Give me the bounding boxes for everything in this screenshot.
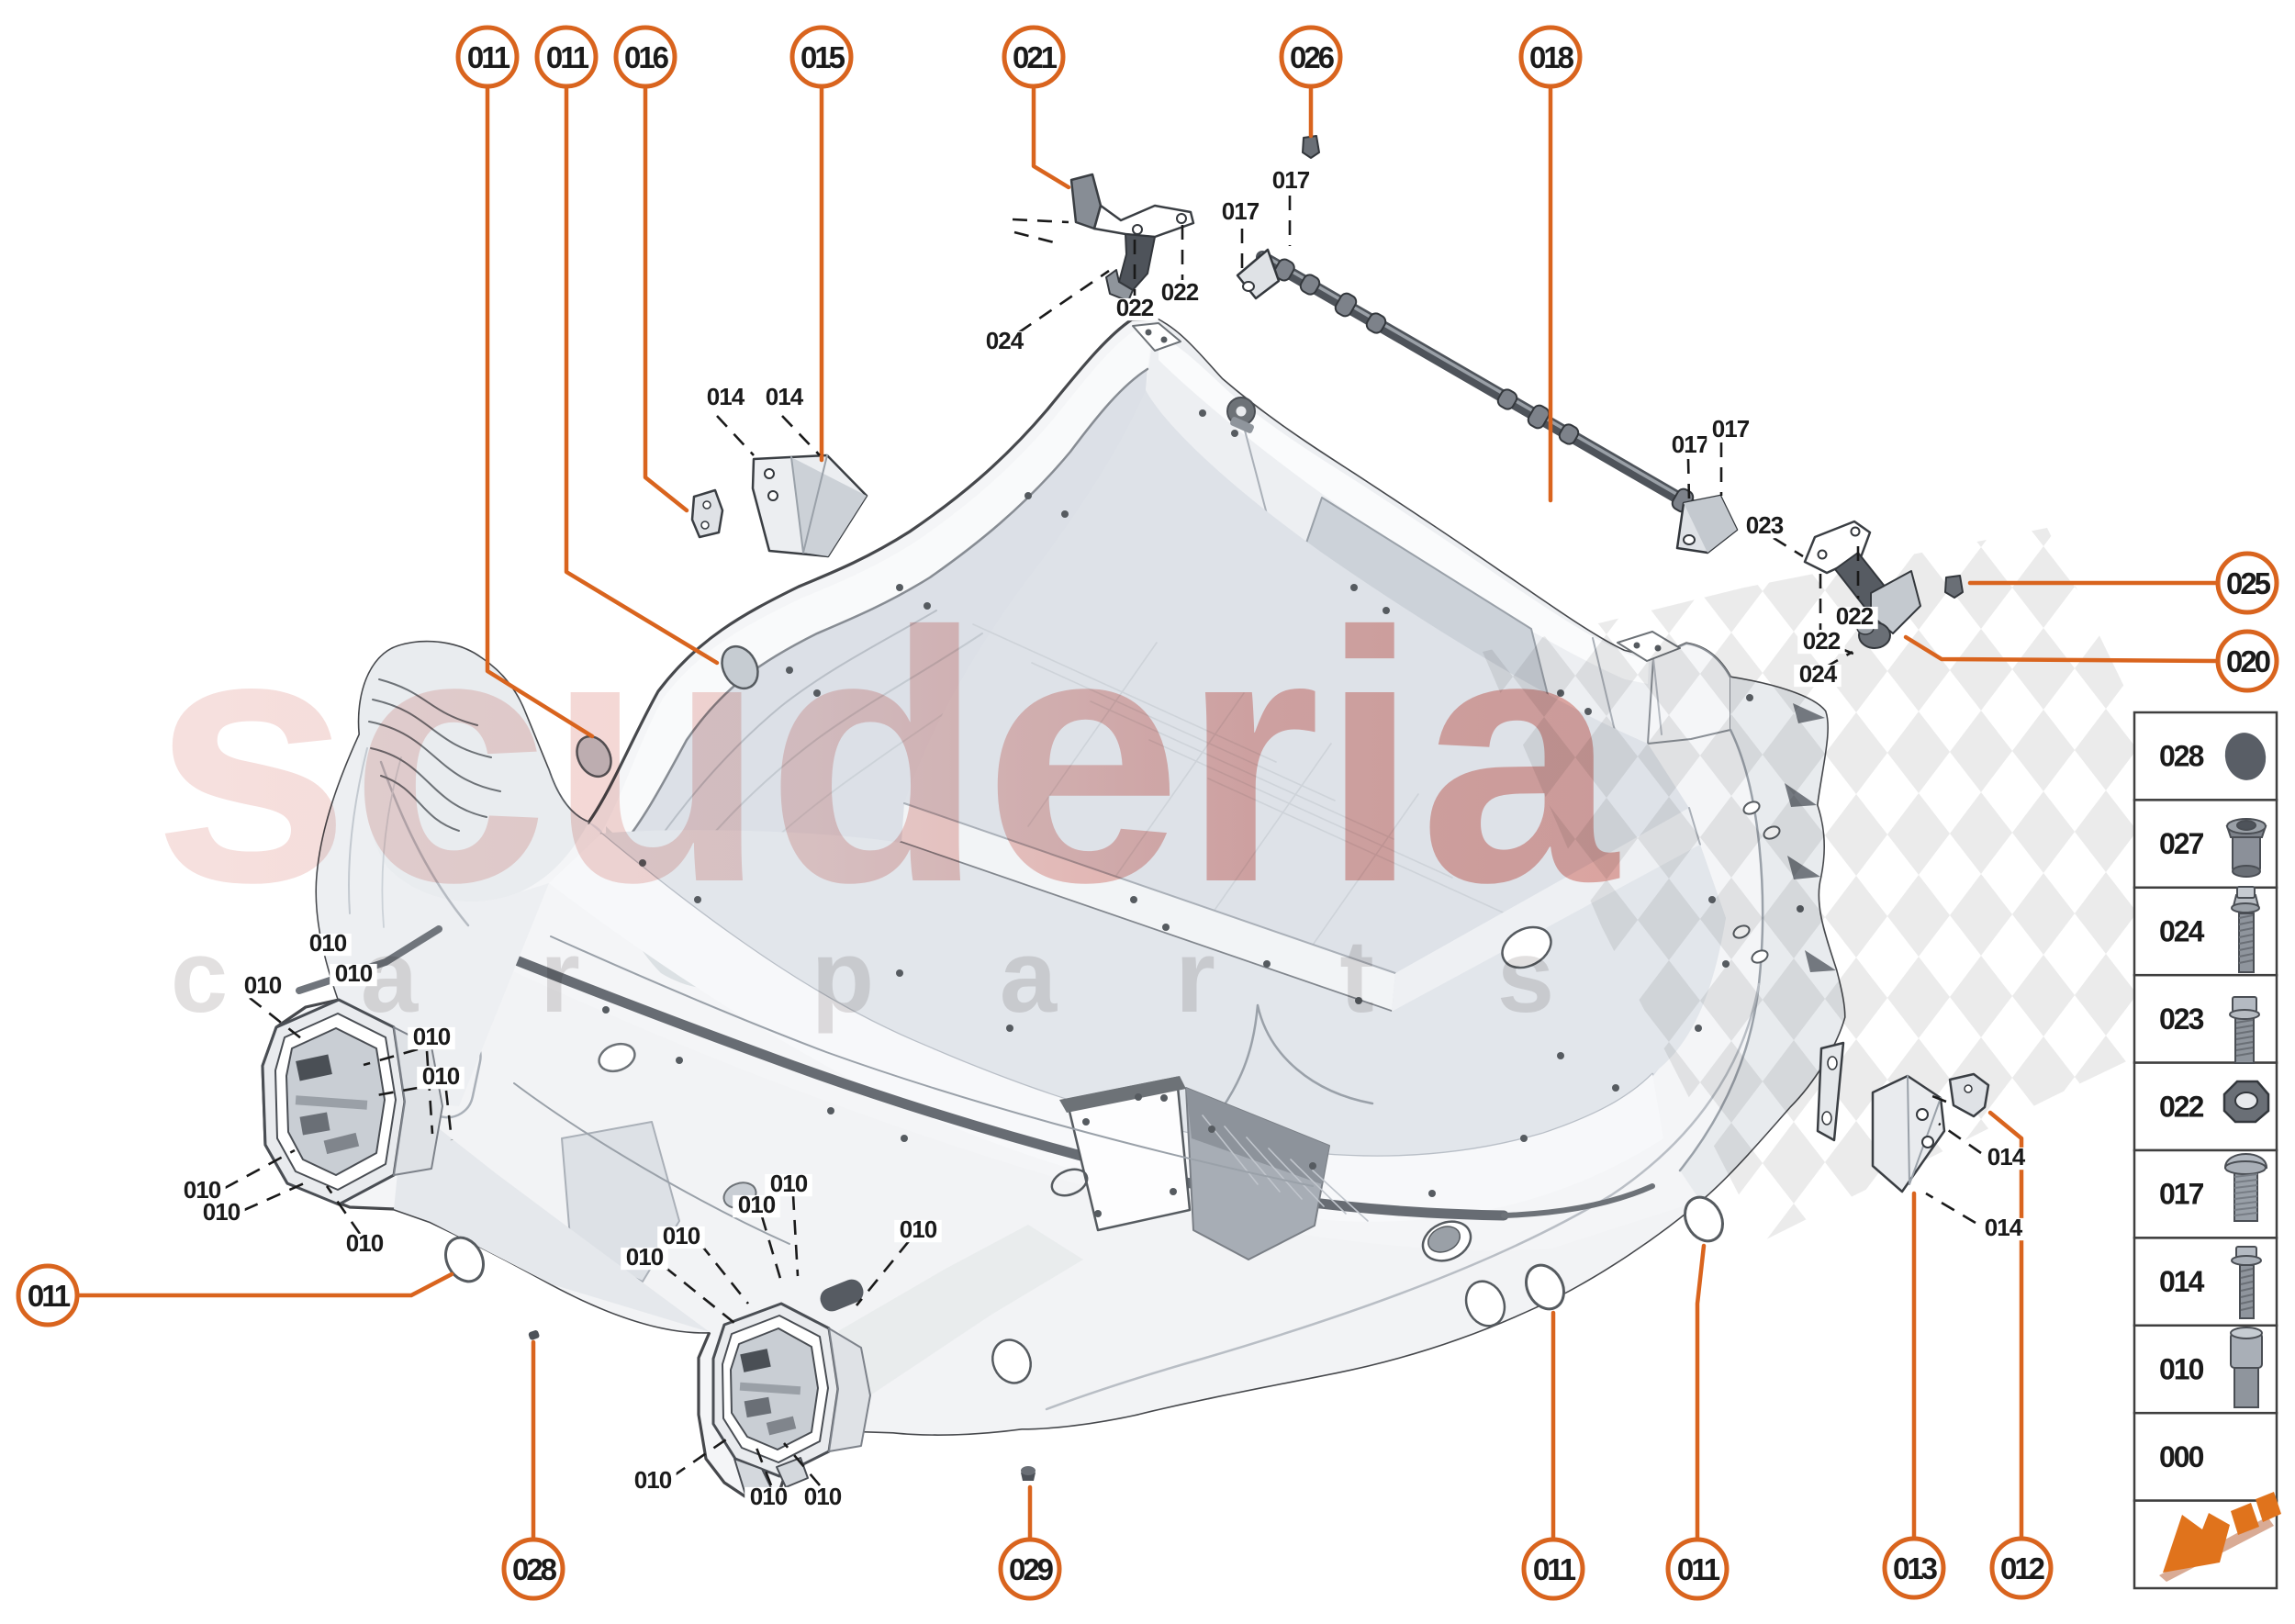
svg-text:015: 015 xyxy=(800,40,845,74)
svg-text:017: 017 xyxy=(1712,415,1750,442)
svg-text:010: 010 xyxy=(309,929,347,957)
svg-text:010: 010 xyxy=(626,1243,664,1271)
svg-text:010: 010 xyxy=(422,1062,460,1090)
svg-text:026: 026 xyxy=(1290,40,1335,74)
svg-text:000: 000 xyxy=(2159,1440,2204,1473)
svg-text:012: 012 xyxy=(2000,1551,2045,1585)
svg-text:t: t xyxy=(1339,919,1373,1034)
svg-text:020: 020 xyxy=(2226,644,2270,678)
svg-text:scuderia: scuderia xyxy=(152,559,1619,957)
svg-text:024: 024 xyxy=(1799,660,1838,688)
svg-text:010: 010 xyxy=(900,1215,937,1243)
svg-text:014: 014 xyxy=(2159,1265,2205,1298)
svg-text:r: r xyxy=(540,919,580,1034)
svg-text:010: 010 xyxy=(663,1222,700,1249)
svg-text:022: 022 xyxy=(1836,602,1874,630)
svg-text:014: 014 xyxy=(1985,1214,2023,1241)
svg-text:010: 010 xyxy=(750,1483,788,1510)
svg-text:022: 022 xyxy=(1803,627,1841,655)
svg-text:025: 025 xyxy=(2226,566,2271,600)
svg-text:013: 013 xyxy=(1893,1551,1938,1585)
svg-text:010: 010 xyxy=(203,1198,241,1226)
svg-text:011: 011 xyxy=(546,40,589,74)
svg-text:a: a xyxy=(1000,919,1058,1034)
svg-text:010: 010 xyxy=(634,1466,672,1494)
svg-text:027: 027 xyxy=(2159,827,2204,860)
svg-text:010: 010 xyxy=(335,959,373,987)
svg-text:017: 017 xyxy=(1272,166,1310,194)
svg-text:010: 010 xyxy=(804,1483,842,1510)
svg-text:s: s xyxy=(1497,919,1554,1034)
svg-text:014: 014 xyxy=(1987,1143,2026,1170)
svg-text:011: 011 xyxy=(1677,1552,1720,1586)
svg-text:010: 010 xyxy=(346,1229,384,1257)
svg-text:011: 011 xyxy=(1533,1552,1576,1586)
svg-text:029: 029 xyxy=(1009,1552,1054,1586)
svg-text:011: 011 xyxy=(467,40,510,74)
svg-text:011: 011 xyxy=(28,1279,71,1313)
svg-text:017: 017 xyxy=(2159,1178,2204,1211)
svg-text:021: 021 xyxy=(1013,40,1058,74)
svg-text:028: 028 xyxy=(2159,740,2204,773)
svg-text:016: 016 xyxy=(624,40,669,74)
svg-text:p: p xyxy=(812,919,874,1034)
svg-text:017: 017 xyxy=(1672,431,1709,458)
svg-text:022: 022 xyxy=(1116,294,1154,321)
svg-text:014: 014 xyxy=(707,383,745,410)
svg-text:010: 010 xyxy=(413,1023,451,1050)
svg-text:010: 010 xyxy=(2159,1353,2204,1386)
svg-text:023: 023 xyxy=(1746,511,1784,539)
svg-text:024: 024 xyxy=(986,327,1024,354)
svg-text:022: 022 xyxy=(2159,1090,2204,1123)
svg-text:010: 010 xyxy=(244,971,282,999)
svg-text:c: c xyxy=(171,919,228,1034)
svg-text:017: 017 xyxy=(1222,197,1259,225)
svg-text:022: 022 xyxy=(1161,278,1199,306)
svg-text:010: 010 xyxy=(738,1191,776,1218)
svg-text:023: 023 xyxy=(2159,1002,2204,1036)
svg-text:018: 018 xyxy=(1529,40,1574,74)
svg-text:010: 010 xyxy=(184,1176,221,1204)
svg-text:024: 024 xyxy=(2159,915,2205,948)
svg-text:r: r xyxy=(1175,919,1215,1034)
svg-text:014: 014 xyxy=(766,383,804,410)
svg-text:010: 010 xyxy=(770,1170,808,1197)
svg-text:028: 028 xyxy=(512,1552,557,1586)
